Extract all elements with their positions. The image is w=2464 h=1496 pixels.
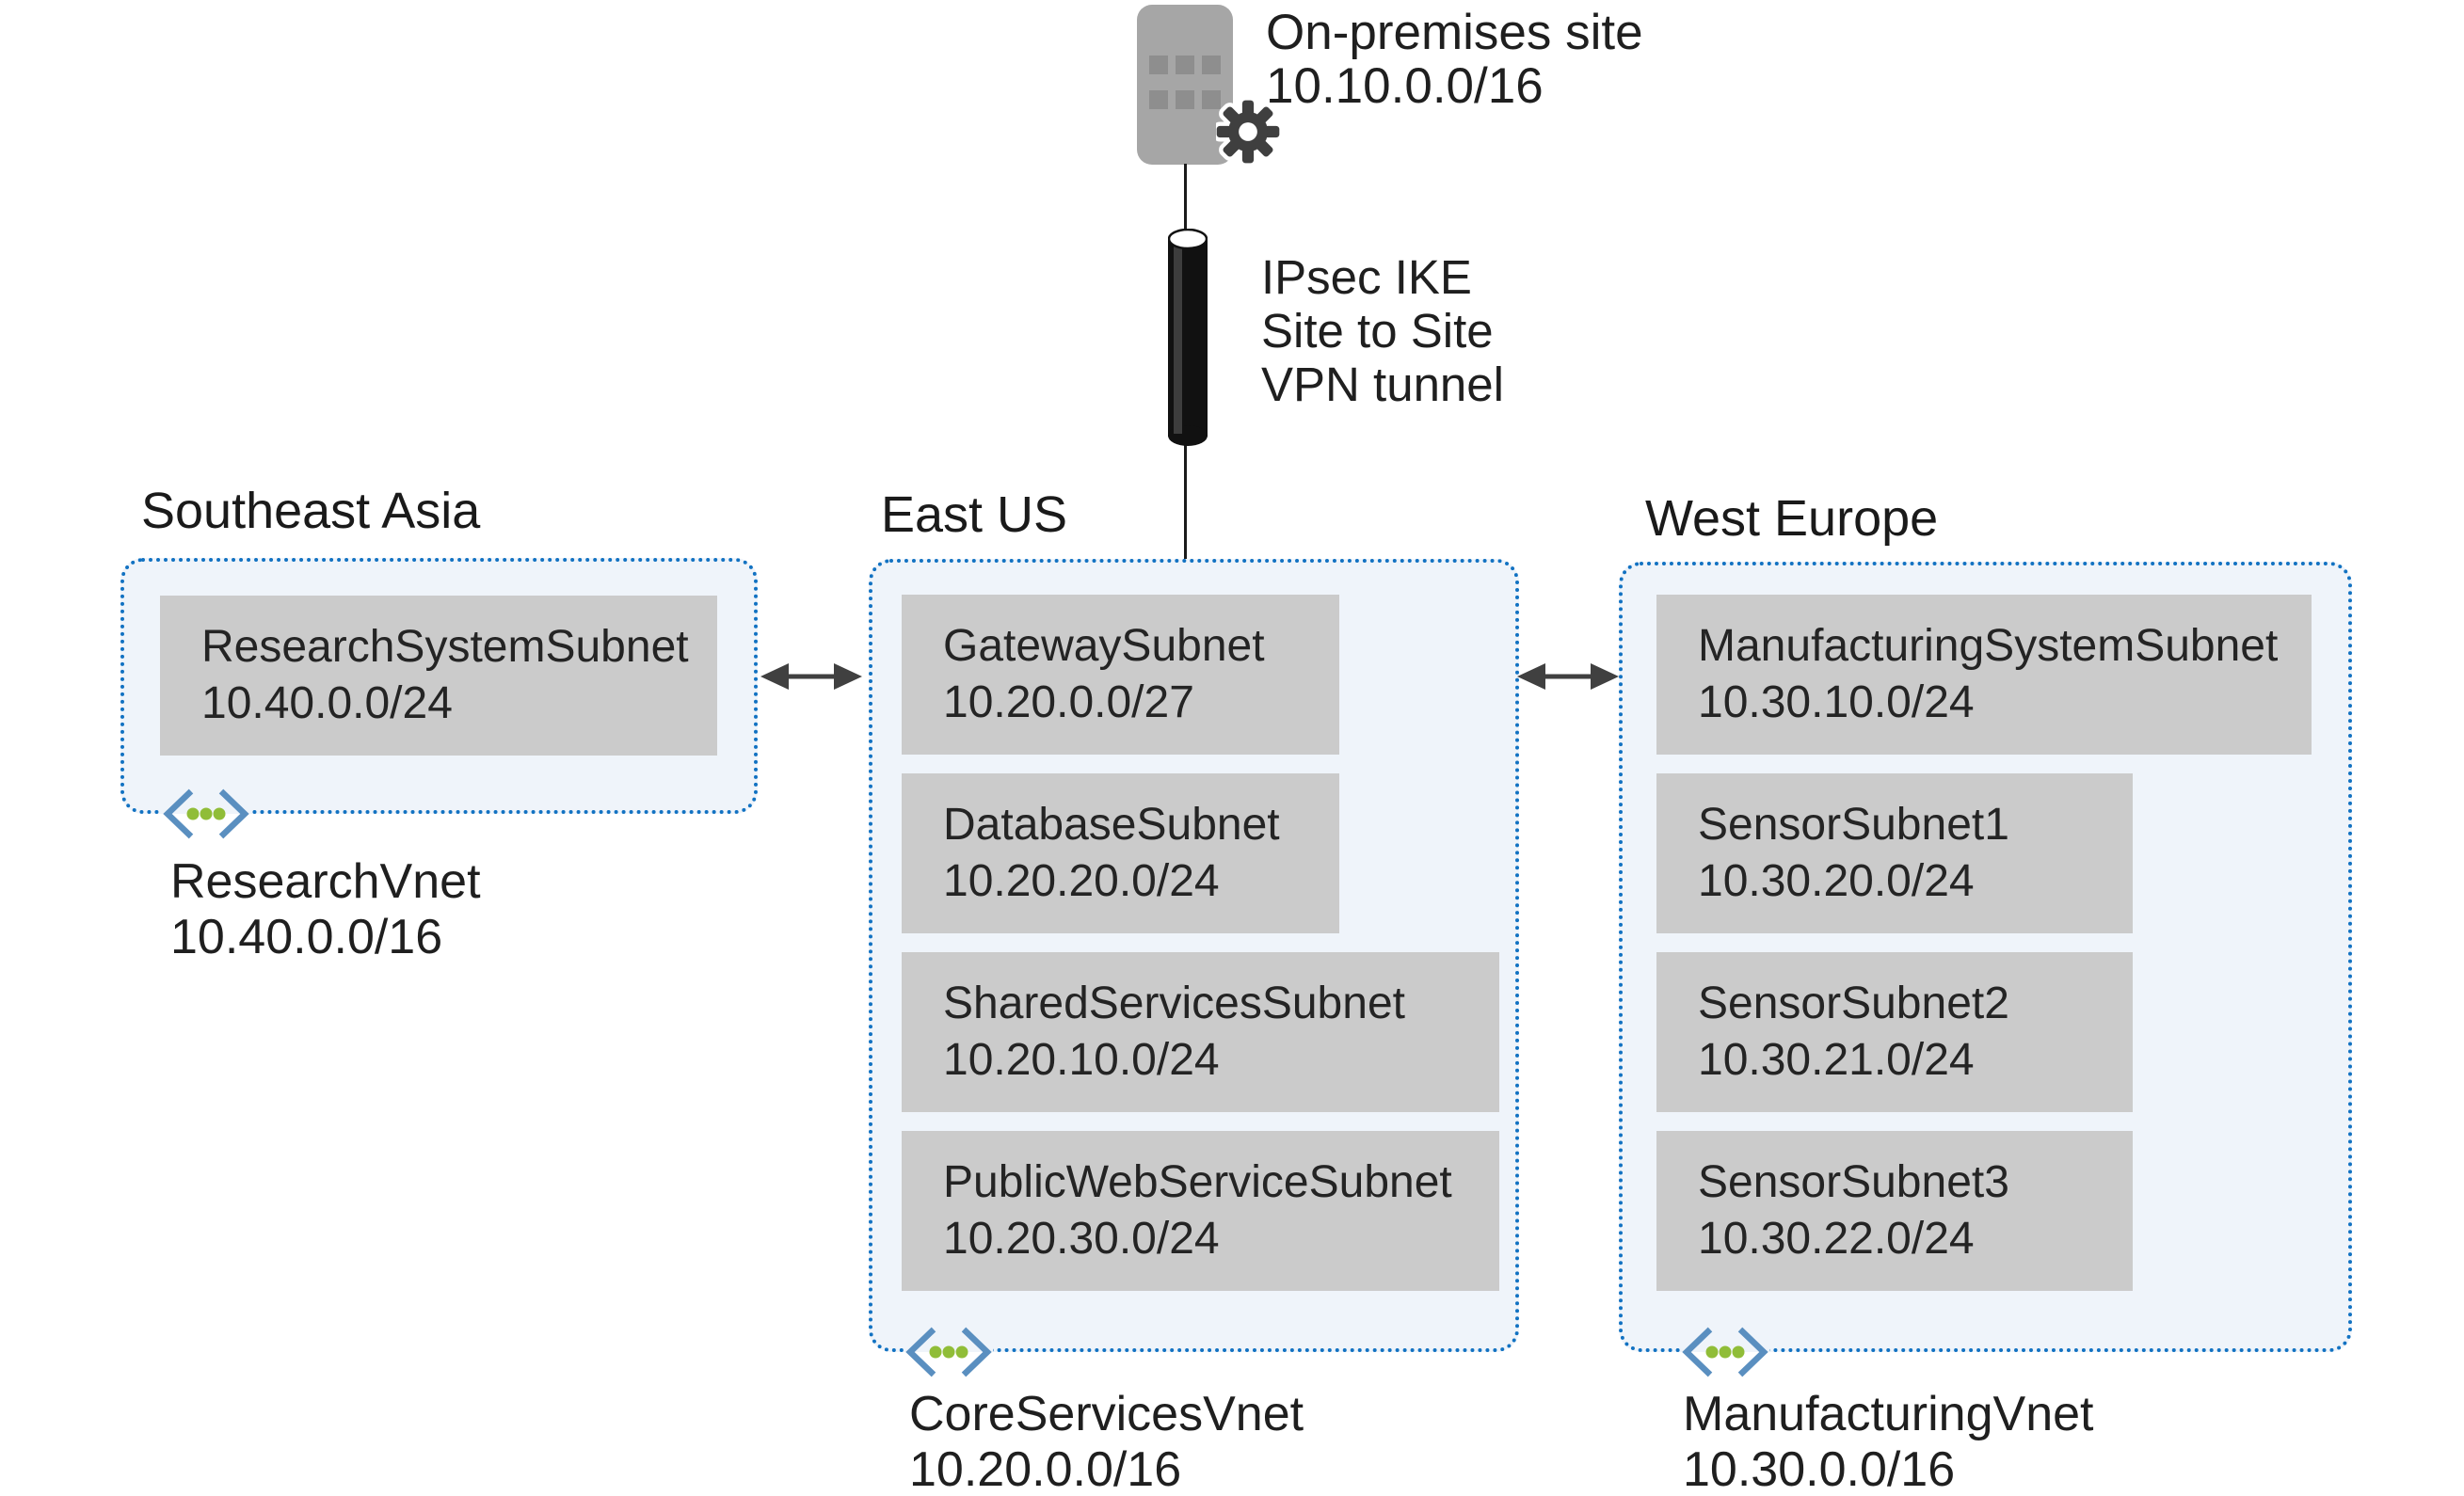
window-pane — [1149, 56, 1168, 74]
subnet-cidr: 10.40.0.0/24 — [201, 678, 453, 728]
window-pane — [1176, 90, 1194, 109]
window-pane — [1202, 90, 1221, 109]
subnet-cidr: 10.30.10.0/24 — [1698, 677, 1975, 727]
subnet-cidr: 10.30.21.0/24 — [1698, 1035, 1975, 1085]
region-label-east-us: East US — [881, 486, 1068, 543]
subnet-name: GatewaySubnet — [943, 621, 1265, 671]
gear-icon — [1216, 100, 1280, 164]
subnet-box-manufacturingsystemsubnet: ManufacturingSystemSubnet 10.30.10.0/24 — [1656, 595, 2312, 755]
subnet-cidr: 10.20.10.0/24 — [943, 1035, 1220, 1085]
vnet-cidr: 10.20.0.0/16 — [909, 1442, 1182, 1496]
subnet-cidr: 10.30.20.0/24 — [1698, 856, 1975, 906]
subnet-name: PublicWebServiceSubnet — [943, 1157, 1452, 1207]
peering-arrow-icon-right — [1517, 663, 1619, 690]
subnet-box-sharedservicessubnet: SharedServicesSubnet 10.20.10.0/24 — [902, 952, 1499, 1112]
connector-line-lower — [1184, 445, 1187, 560]
connector-line-upper — [1184, 164, 1187, 232]
subnet-name: ResearchSystemSubnet — [201, 622, 689, 672]
peering-arrow-icon-left — [760, 663, 862, 690]
on-premises-title: On-premises site — [1266, 5, 1643, 60]
subnet-name: SharedServicesSubnet — [943, 979, 1405, 1028]
vnet-icon — [1681, 1327, 1769, 1377]
window-pane — [1202, 56, 1221, 74]
region-label-west-europe: West Europe — [1645, 490, 1939, 547]
subnet-box-databasesubnet: DatabaseSubnet 10.20.20.0/24 — [902, 773, 1339, 933]
subnet-box-sensorsubnet2: SensorSubnet2 10.30.21.0/24 — [1656, 952, 2133, 1112]
subnet-box-publicwebservicesubnet: PublicWebServiceSubnet 10.20.30.0/24 — [902, 1131, 1499, 1291]
vnet-name: CoreServicesVnet — [909, 1387, 1304, 1441]
vpn-tunnel-label-line3: VPN tunnel — [1261, 358, 1504, 411]
vpn-tunnel-label-block: IPsec IKE Site to Site VPN tunnel — [1261, 250, 1504, 411]
window-pane — [1176, 56, 1194, 74]
vnet-label-manufacturingvnet: ManufacturingVnet 10.30.0.0/16 — [1683, 1387, 2094, 1496]
building-icon — [1137, 5, 1233, 165]
vnet-name: ManufacturingVnet — [1683, 1387, 2094, 1441]
vpn-tunnel-label-line1: IPsec IKE — [1261, 250, 1472, 304]
subnet-name: DatabaseSubnet — [943, 800, 1280, 850]
vnet-cidr: 10.30.0.0/16 — [1683, 1442, 1956, 1496]
subnet-cidr: 10.20.0.0/27 — [943, 677, 1194, 727]
subnet-box-sensorsubnet1: SensorSubnet1 10.30.20.0/24 — [1656, 773, 2133, 933]
building-windows — [1149, 56, 1221, 109]
on-premises-cidr: 10.10.0.0/16 — [1266, 58, 1544, 114]
subnet-cidr: 10.30.22.0/24 — [1698, 1214, 1975, 1264]
subnet-name: SensorSubnet1 — [1698, 800, 2009, 850]
vnet-label-coreservicesvnet: CoreServicesVnet 10.20.0.0/16 — [909, 1387, 1304, 1496]
window-pane — [1149, 90, 1168, 109]
subnet-cidr: 10.20.20.0/24 — [943, 856, 1220, 906]
subnet-name: SensorSubnet3 — [1698, 1157, 2009, 1207]
on-premises-label-block: On-premises site 10.10.0.0/16 — [1266, 6, 1643, 113]
subnet-box-researchsystemsubnet: ResearchSystemSubnet 10.40.0.0/24 — [160, 596, 717, 756]
subnet-cidr: 10.20.30.0/24 — [943, 1214, 1220, 1264]
vnet-name: ResearchVnet — [170, 854, 481, 909]
subnet-name: SensorSubnet2 — [1698, 979, 2009, 1028]
vnet-cidr: 10.40.0.0/16 — [170, 910, 443, 964]
vnet-label-researchvnet: ResearchVnet 10.40.0.0/16 — [170, 854, 481, 965]
vnet-icon — [904, 1327, 993, 1377]
vpn-tunnel-icon — [1168, 229, 1208, 446]
subnet-box-sensorsubnet3: SensorSubnet3 10.30.22.0/24 — [1656, 1131, 2133, 1291]
vnet-icon — [162, 788, 250, 839]
vpn-tunnel-label-line2: Site to Site — [1261, 304, 1494, 358]
subnet-name: ManufacturingSystemSubnet — [1698, 621, 2279, 671]
subnet-box-gatewaysubnet: GatewaySubnet 10.20.0.0/27 — [902, 595, 1339, 755]
region-label-southeast-asia: Southeast Asia — [141, 483, 481, 539]
